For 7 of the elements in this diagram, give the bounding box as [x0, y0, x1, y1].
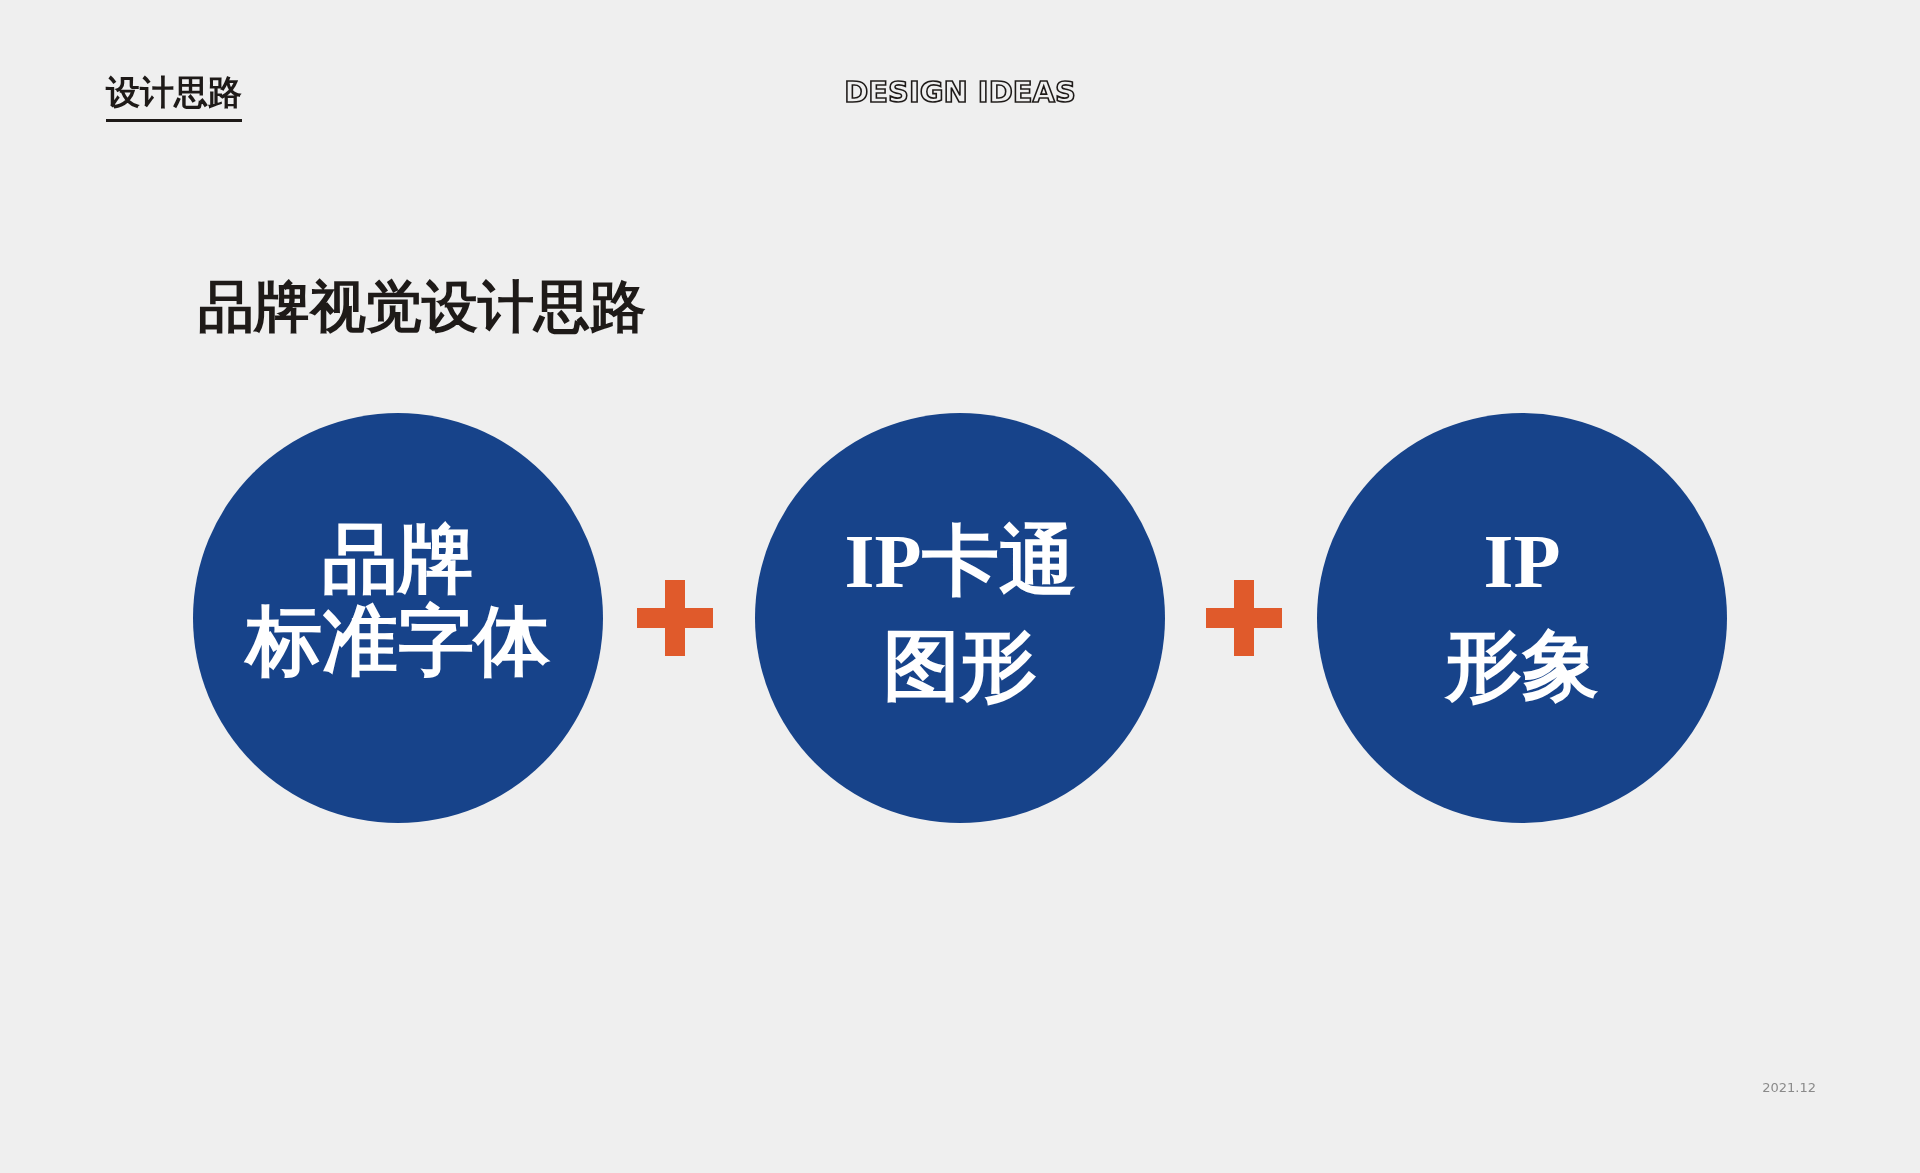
circle-label: IP卡通图形	[844, 517, 1076, 711]
circle-label: IP形象	[1445, 517, 1599, 711]
date-label: 2021.12	[1762, 1080, 1816, 1096]
circle-label: 品牌标准字体	[246, 517, 550, 683]
section-title: 品牌视觉设计思路	[198, 275, 646, 339]
outlined-heading: DESIGN IDEAS	[843, 74, 1077, 110]
header-label: 设计思路	[106, 72, 242, 122]
